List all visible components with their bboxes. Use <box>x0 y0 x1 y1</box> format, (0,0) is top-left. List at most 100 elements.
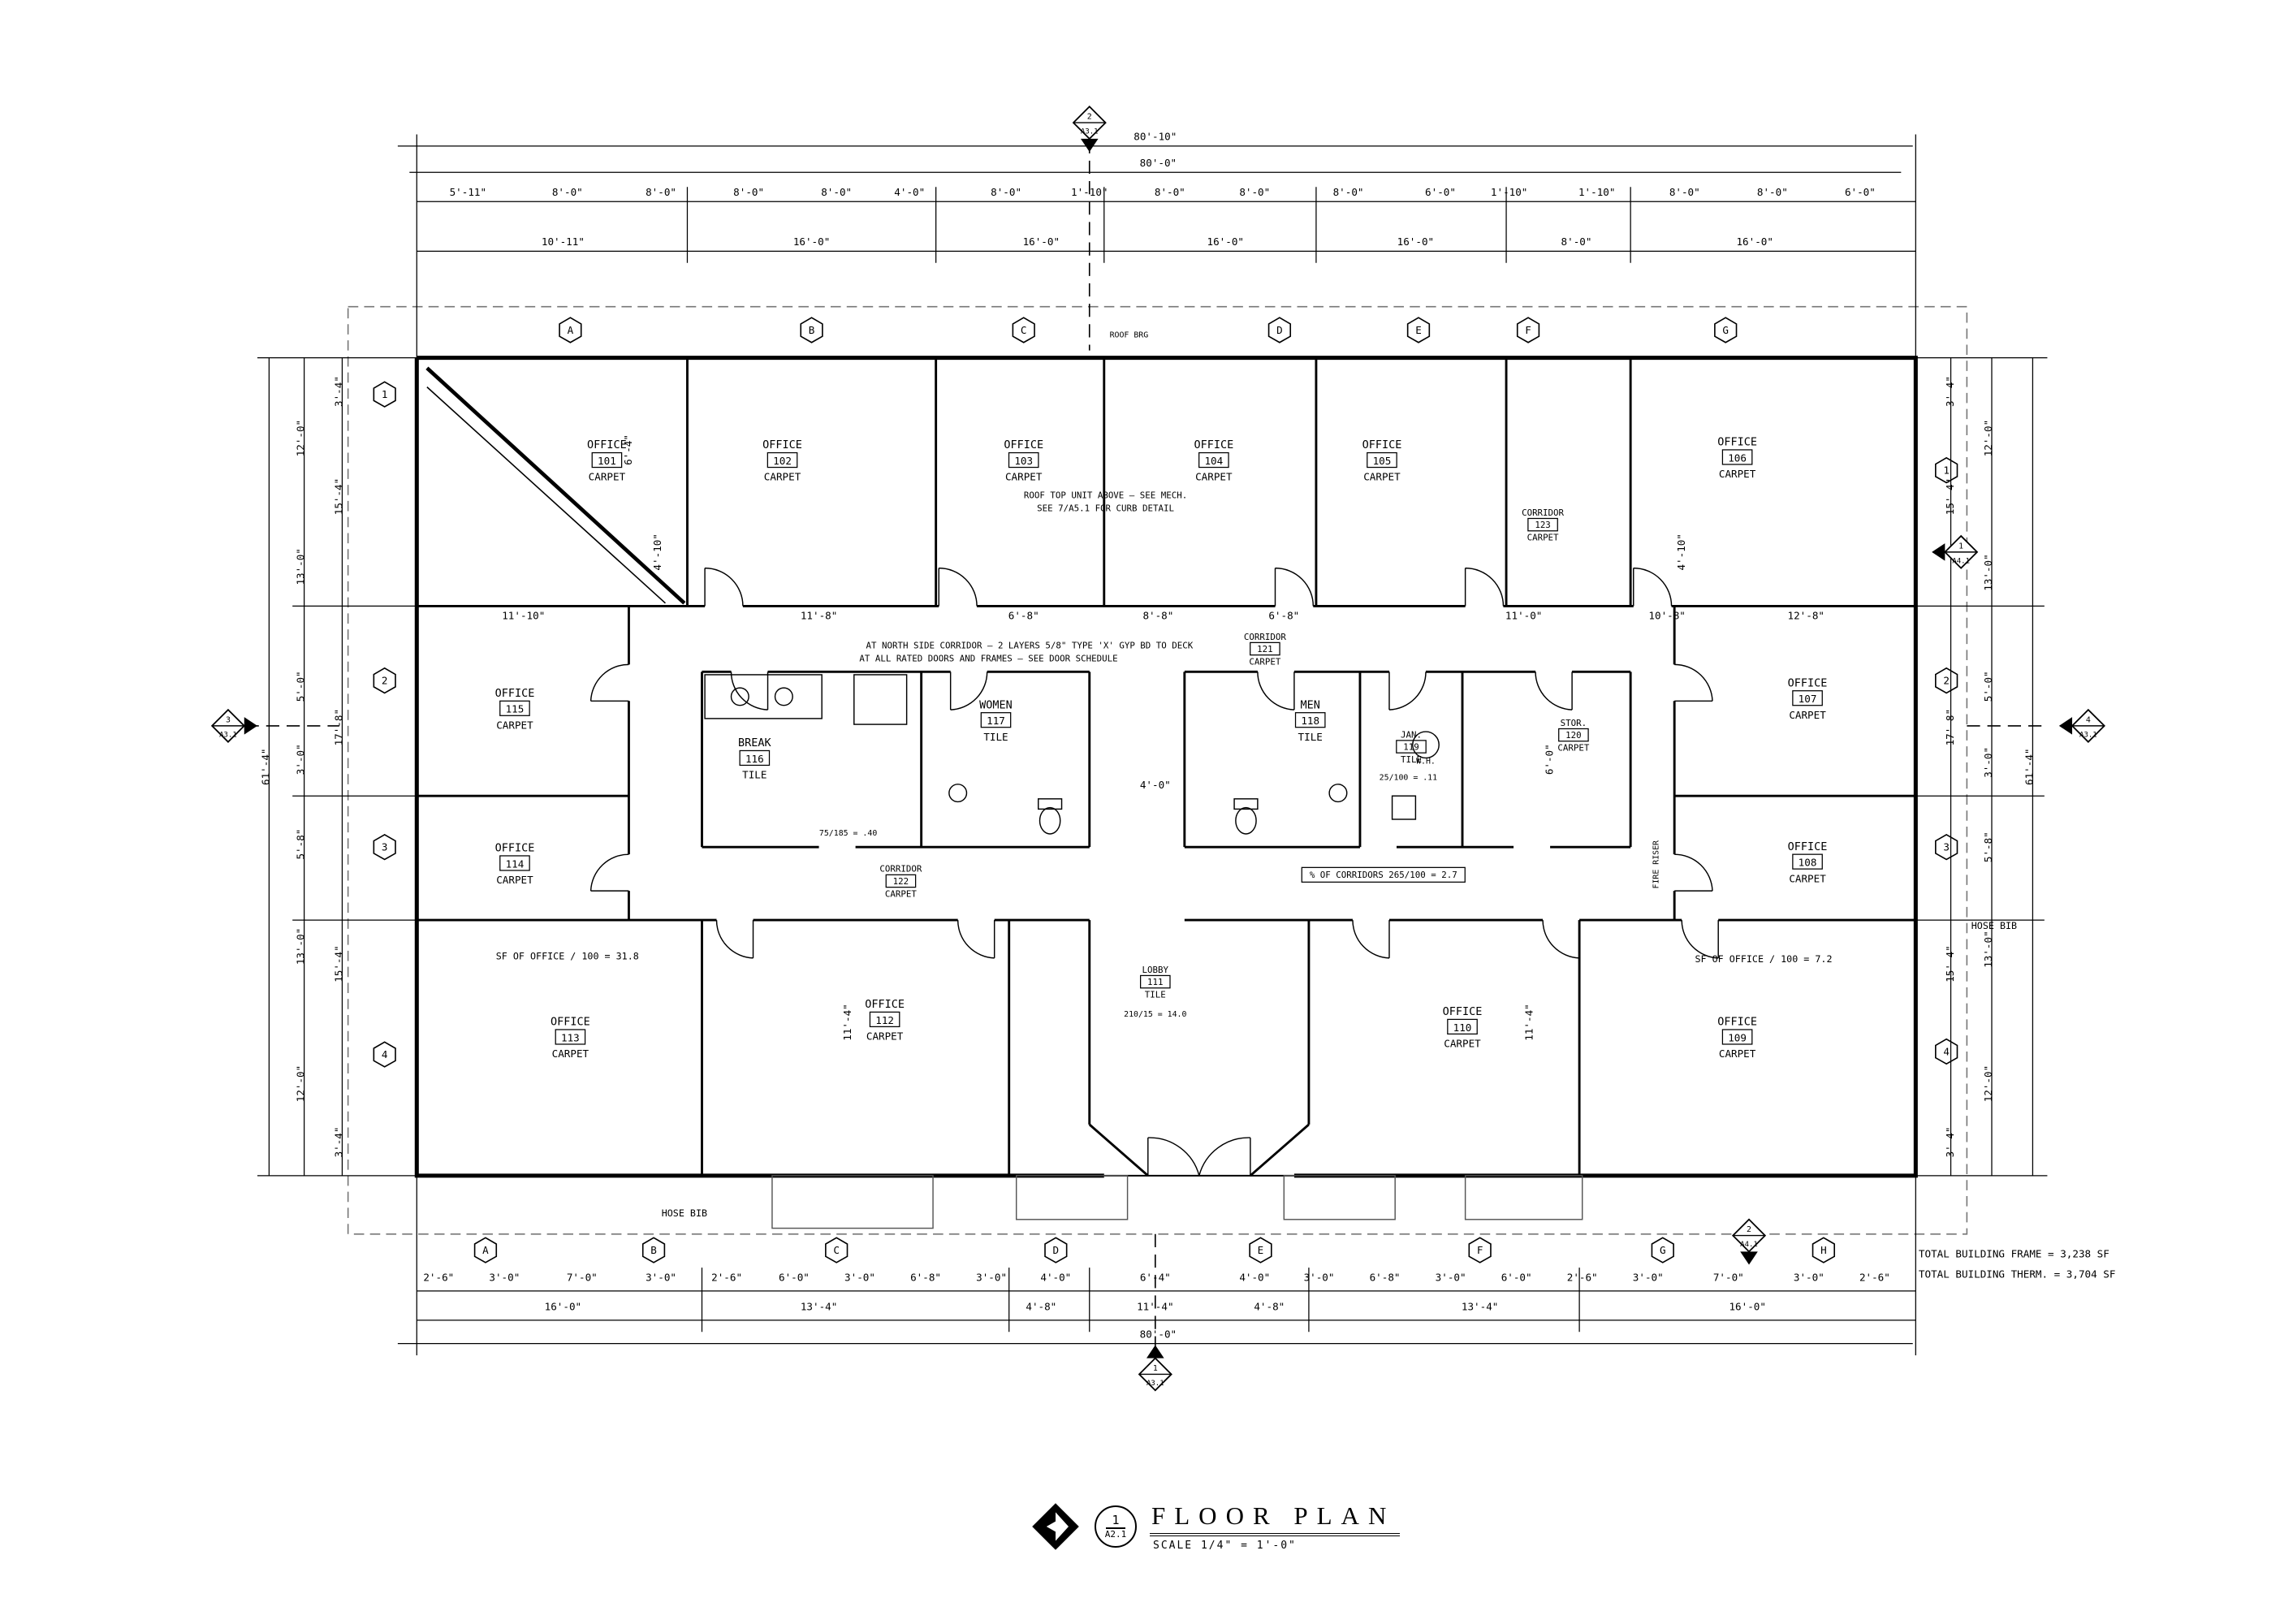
room-number: 110 <box>1453 1021 1472 1034</box>
grid-bubble-label: 3 <box>382 841 388 853</box>
total-building-frame: TOTAL BUILDING FRAME = 3,238 SF <box>1919 1248 2109 1260</box>
entry-porches <box>771 1175 1583 1229</box>
room-number-box <box>1367 451 1397 469</box>
grid-bubble <box>1935 833 1958 861</box>
room-name: OFFICE <box>1717 1016 1757 1029</box>
dimension-top: 16'-0" <box>1397 235 1434 248</box>
room-name: JAN. <box>1401 729 1422 740</box>
grid-bubble <box>373 381 396 408</box>
room-name: OFFICE <box>587 438 627 451</box>
room-number-box <box>1198 451 1229 469</box>
dimension-right: 13'-0" <box>1982 931 1994 967</box>
plan-note: AT ALL RATED DOORS AND FRAMES — SEE DOOR… <box>859 654 1117 664</box>
dimension-top: 8'-0" <box>991 186 1021 198</box>
dimension-top: 6'-0" <box>1845 186 1876 198</box>
room-number-box <box>869 1011 900 1028</box>
dimension-right: 61'-4" <box>2023 749 2035 785</box>
dimension-top: 80'-10" <box>1134 131 1177 143</box>
room-number: 118 <box>1301 715 1319 727</box>
dimension-top: 8'-0" <box>646 186 676 198</box>
plan-note: % OF CORRIDORS 265/100 = 2.7 <box>1310 870 1457 880</box>
room-name: OFFICE <box>495 842 535 855</box>
room-finish: CARPET <box>1789 709 1826 721</box>
room-number: 101 <box>598 455 616 467</box>
dimension-right: 3'-0" <box>1982 747 1994 778</box>
detail-callout: 1 A2.1 <box>1095 1505 1137 1548</box>
dimension-bottom: 7'-0" <box>567 1271 598 1283</box>
grid-bubble-label: C <box>1021 324 1027 336</box>
room-name: OFFICE <box>1717 436 1757 449</box>
dimension-interior: 11'-4" <box>1522 1004 1535 1040</box>
dimension-top: 8'-0" <box>733 186 764 198</box>
dimension-interior: 6'-8" <box>1268 610 1299 622</box>
dimension-top: 1'-10" <box>1578 186 1615 198</box>
drawing-scale: SCALE 1/4" = 1'-0" <box>1153 1540 1297 1552</box>
lavatory-icon <box>948 784 968 803</box>
plan-note: 75/185 = .40 <box>819 829 877 838</box>
grid-bubble <box>1812 1237 1836 1263</box>
room-finish: TILE <box>742 769 766 781</box>
plan-note: SF OF OFFICE / 100 = 31.8 <box>496 951 639 962</box>
title-block: 1 A2.1 FLOOR PLAN SCALE 1/4" = 1'-0" <box>1030 1501 1401 1553</box>
dimension-bottom: 6'-8" <box>1370 1271 1401 1283</box>
note-box <box>1301 866 1466 883</box>
section-marker: 3A3.1 <box>210 708 257 743</box>
room-name: STOR. <box>1561 718 1587 728</box>
room-number: 106 <box>1728 451 1747 464</box>
grid-bubble-label: D <box>1053 1244 1060 1256</box>
room-name: OFFICE <box>1194 438 1233 451</box>
room-number-box <box>739 749 771 767</box>
room-finish: CARPET <box>1719 468 1756 480</box>
dimension-bottom: 6'-4" <box>1140 1271 1171 1283</box>
grid-bubble <box>1249 1237 1272 1263</box>
grid-bubble <box>1044 1237 1068 1263</box>
dimension-left: 12'-0" <box>295 1065 307 1102</box>
dimension-bottom: 4'-0" <box>1040 1271 1071 1283</box>
dimension-interior: 6'-8" <box>1008 610 1039 622</box>
room-number-box <box>1792 690 1823 706</box>
dimension-top: 8'-0" <box>1561 235 1592 248</box>
room-number: 107 <box>1799 693 1817 705</box>
room-finish: CARPET <box>552 1047 589 1060</box>
dimension-top: 16'-0" <box>793 235 830 248</box>
toilet-icon <box>1235 806 1257 835</box>
dimension-left: 17'-8" <box>332 709 344 745</box>
room-number: 103 <box>1014 455 1033 467</box>
room-finish: CARPET <box>885 888 917 899</box>
grid-bubble <box>641 1237 666 1263</box>
dimension-top: 8'-0" <box>1155 186 1185 198</box>
room-number-box <box>499 700 530 716</box>
dimension-interior: 8'-8" <box>1142 610 1173 622</box>
grid-bubble-label: C <box>833 1244 840 1256</box>
toilet-tank-icon <box>1038 798 1063 810</box>
dimension-left: 5'-8" <box>295 829 307 860</box>
dimension-bottom: 3'-0" <box>1436 1271 1466 1283</box>
dimension-top: 8'-0" <box>1239 186 1270 198</box>
grid-bubble-label: E <box>1258 1244 1264 1256</box>
section-number: 1 <box>1153 1364 1158 1373</box>
dimension-top: 6'-0" <box>1425 186 1456 198</box>
grid-bubble <box>800 317 823 343</box>
dimension-bottom: 6'-0" <box>779 1271 810 1283</box>
grid-bubble <box>825 1237 849 1263</box>
dimension-interior: 4'-0" <box>1140 779 1171 791</box>
dimension-right: 15'-4" <box>1944 478 1956 515</box>
room-name: OFFICE <box>1443 1005 1483 1018</box>
section-number: 2 <box>1087 113 1092 122</box>
grid-bubble-label: H <box>1820 1244 1827 1256</box>
section-number: 3 <box>226 715 231 724</box>
grid-bubble-label: 1 <box>1943 464 1950 477</box>
dimension-bottom: 3'-0" <box>1633 1271 1664 1283</box>
grid-bubble <box>373 667 396 694</box>
dimension-top: 4'-0" <box>894 186 925 198</box>
grid-bubble-label: B <box>809 324 815 336</box>
dimension-bottom: 80'-0" <box>1140 1328 1177 1340</box>
dimension-bottom: 4'-8" <box>1026 1300 1056 1312</box>
room-number-box <box>1008 451 1039 469</box>
dimension-bottom: 13'-4" <box>1462 1300 1498 1312</box>
dimension-left: 15'-4" <box>332 945 344 982</box>
dimension-bottom: 2'-6" <box>711 1271 742 1283</box>
grid-bubble <box>1935 456 1958 484</box>
dimension-left: 13'-0" <box>295 548 307 585</box>
room-name: OFFICE <box>495 687 535 700</box>
